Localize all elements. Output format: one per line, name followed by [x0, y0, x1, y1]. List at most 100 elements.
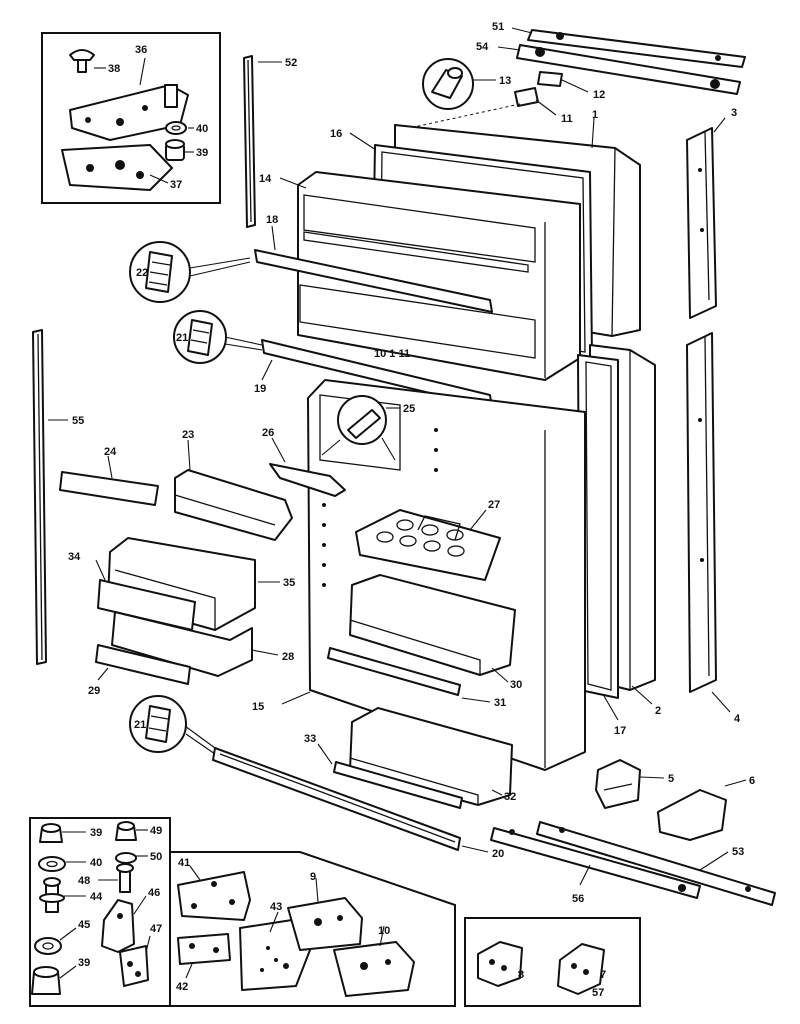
callout-47: 47: [150, 923, 162, 935]
callout-10: 10: [378, 925, 390, 937]
callout-11: 11: [561, 113, 573, 125]
part-54-top-trim: [516, 44, 741, 95]
callout-53: 53: [732, 846, 744, 858]
callout-31: 31: [494, 697, 506, 709]
callout-45: 45: [78, 919, 90, 931]
callout-13: 13: [499, 75, 511, 87]
callout-8: 8: [518, 969, 524, 981]
part-55-door-trim-strip: [32, 329, 47, 665]
callout-38: 38: [108, 63, 120, 75]
part-3-upper-hinge-bracket: [686, 127, 717, 319]
callout-28: 28: [282, 651, 294, 663]
callout-26: 26: [262, 427, 274, 439]
callout-20: 20: [492, 848, 504, 860]
callout-44: 44: [90, 891, 103, 903]
part-49-bushing: [115, 821, 137, 841]
part-5-door-stop: [595, 759, 641, 809]
callout-5: 5: [668, 773, 674, 785]
callout-22: 22: [136, 267, 148, 279]
part-46-hinge-bracket: [101, 899, 135, 953]
callout-6: 6: [749, 775, 755, 787]
callout-17: 17: [614, 725, 626, 737]
part-39-bushing-bottom: [31, 966, 61, 995]
callout-19: 19: [254, 383, 266, 395]
part-29-shelf-front-strip: [95, 644, 191, 685]
callout-7: 7: [600, 969, 606, 981]
callout-16: 16: [330, 128, 342, 140]
callout-46: 46: [148, 887, 160, 899]
part-48-screw: [116, 863, 134, 893]
part-4-lower-hinge-bracket: [686, 332, 717, 693]
part-52-trim-strip: [243, 55, 256, 228]
callout-50: 50: [150, 851, 162, 863]
callout-57: 57: [592, 987, 604, 999]
part-44-hinge-pin: [39, 877, 65, 913]
part-53-bottom-trim: [536, 821, 776, 906]
part-30-door-shelf: [349, 574, 516, 676]
callout-33: 33: [304, 733, 316, 745]
callout-37: 37: [170, 179, 182, 191]
callout-36: 36: [135, 44, 147, 56]
part-10-hinge-shim: [333, 941, 415, 997]
part-14-freezer-door-liner: [297, 171, 581, 381]
part-42-shim: [177, 933, 231, 965]
spacer-inset-box: [464, 917, 641, 1007]
part-6-hinge-cover: [657, 789, 727, 841]
callout-39-inset-top: 39: [90, 827, 102, 839]
part-51-top-trim: [527, 29, 746, 68]
part-7-spacer: [557, 943, 605, 995]
stamp-text: 10 1 11: [374, 348, 410, 360]
part-50-washer: [115, 852, 137, 864]
callout-56: 56: [572, 893, 584, 905]
callout-25: 25: [403, 403, 415, 415]
part-41-hinge-plate: [177, 871, 251, 921]
part-47-hinge-plate: [119, 945, 149, 987]
callout-24: 24: [104, 446, 117, 458]
callout-49: 49: [150, 825, 162, 837]
part-40-washer-lower: [38, 856, 66, 872]
hinge-inset-box: [41, 32, 221, 204]
callout-15: 15: [252, 701, 264, 713]
callout-34: 34: [68, 551, 81, 563]
part-27-egg-tray: [355, 509, 501, 581]
part-39-bushing: [165, 139, 185, 161]
callout-39-inset-bottom: 39: [78, 957, 90, 969]
part-33-shelf-front-strip: [333, 761, 463, 809]
part-40-washer: [165, 121, 187, 135]
callout-42: 42: [176, 981, 188, 993]
part-8-spacer: [477, 941, 523, 987]
callout-3: 3: [731, 107, 737, 119]
callout-12: 12: [593, 89, 605, 101]
part-26-dairy-door: [269, 463, 346, 497]
callout-41: 41: [178, 857, 190, 869]
callout-54: 54: [476, 41, 489, 53]
hinge-plate-inset-box: [170, 851, 456, 1007]
callout-40-inset: 40: [90, 857, 102, 869]
callout-27: 27: [488, 499, 500, 511]
callout-30: 30: [510, 679, 522, 691]
part-37-hinge-shim: [61, 144, 173, 191]
callout-32: 32: [504, 791, 516, 803]
part-31-shelf-front-strip: [327, 647, 461, 696]
part-39-bushing-top: [39, 823, 63, 843]
part-22-shelf-end-magnified: [129, 241, 191, 303]
callout-55: 55: [72, 415, 84, 427]
callout-9: 9: [310, 871, 316, 883]
callout-35: 35: [283, 577, 295, 589]
part-38-screw: [69, 49, 95, 73]
part-12-clip: [537, 71, 563, 87]
callout-21-lower: 21: [134, 719, 146, 731]
callout-51: 51: [492, 21, 504, 33]
callout-2: 2: [655, 705, 661, 717]
callout-48: 48: [78, 875, 90, 887]
part-56-bottom-trim: [490, 827, 701, 899]
part-25-dairy-door-magnified: [337, 395, 387, 445]
part-20-door-shelf-bar: [212, 747, 461, 851]
part-21-shelf-end-magnified-lower: [129, 695, 187, 753]
part-23-dairy-bin: [174, 469, 293, 541]
callout-52: 52: [285, 57, 297, 69]
callout-23: 23: [182, 429, 194, 441]
callout-43: 43: [270, 901, 282, 913]
part-21-shelf-end-magnified: [173, 310, 227, 364]
part-18-door-shelf-bar: [254, 249, 493, 313]
